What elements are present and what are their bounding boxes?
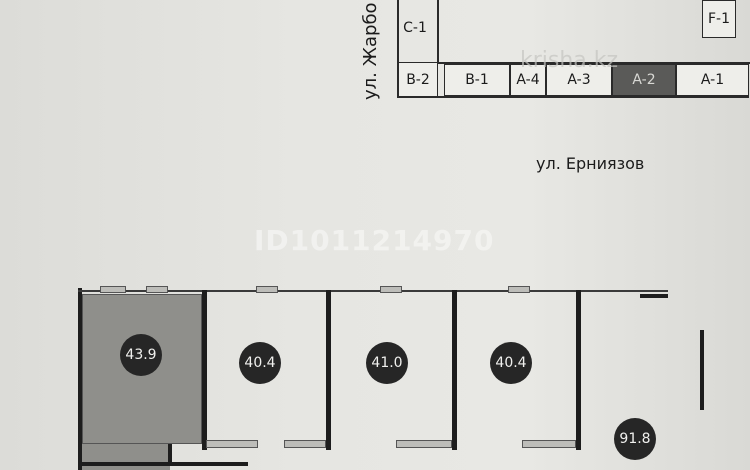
site-wall: [437, 0, 439, 64]
block-b1[interactable]: B-1: [444, 64, 510, 96]
door: [206, 440, 258, 448]
door: [284, 440, 326, 448]
door: [522, 440, 576, 448]
block-a1[interactable]: A-1: [676, 64, 749, 96]
block-a4[interactable]: A-4: [510, 64, 546, 96]
block-a3-label: A-3: [567, 72, 591, 88]
block-a3[interactable]: A-3: [546, 64, 612, 96]
block-a1-label: A-1: [700, 72, 725, 88]
unit-5-area-badge[interactable]: 91.8: [614, 418, 656, 460]
block-b2[interactable]: B-2: [398, 62, 438, 97]
door: [396, 440, 452, 448]
window: [380, 286, 402, 293]
block-f1-label: F-1: [707, 11, 730, 27]
window: [100, 286, 126, 293]
unit-3-area-badge[interactable]: 41.0: [366, 342, 408, 384]
outer-wall: [640, 294, 668, 298]
unit-1-extension: [82, 444, 170, 470]
partition-wall: [576, 290, 581, 450]
listing-id-watermark: ID1011214970: [254, 224, 495, 257]
block-c1-label: C-1: [403, 20, 427, 36]
unit-3-area: 41.0: [371, 355, 403, 371]
site-wall: [397, 0, 399, 98]
outer-wall: [78, 462, 248, 466]
site-watermark: krisha.kz: [520, 48, 619, 73]
unit-4-area: 40.4: [495, 355, 527, 371]
unit-2-area: 40.4: [244, 355, 276, 371]
street-vertical-label: ул. Жарбо: [360, 2, 381, 100]
partition-wall: [202, 290, 207, 450]
outer-wall: [168, 444, 172, 466]
block-a2-label: A-2: [632, 72, 656, 88]
block-b1-label: B-1: [465, 72, 489, 88]
site-wall: [397, 96, 749, 98]
block-b2-label: B-2: [406, 71, 430, 88]
unit-5-area: 91.8: [619, 431, 651, 447]
window: [146, 286, 168, 293]
outer-wall: [78, 288, 82, 470]
faded-text: [30, 10, 250, 70]
block-f1[interactable]: F-1: [702, 0, 736, 38]
window: [256, 286, 278, 293]
site-wall: [437, 62, 750, 64]
block-c1[interactable]: C-1: [398, 8, 432, 48]
partition-wall: [326, 290, 331, 450]
unit-1-area: 43.9: [125, 347, 157, 363]
unit-2-area-badge[interactable]: 40.4: [239, 342, 281, 384]
outer-wall: [700, 330, 704, 410]
block-a4-label: A-4: [516, 72, 540, 88]
block-a2[interactable]: A-2: [612, 64, 676, 96]
street-horizontal-label: ул. Ерниязов: [536, 154, 645, 173]
outer-wall: [78, 290, 668, 292]
window: [508, 286, 530, 293]
unit-1-area-badge[interactable]: 43.9: [120, 334, 162, 376]
partition-wall: [452, 290, 457, 450]
unit-4-area-badge[interactable]: 40.4: [490, 342, 532, 384]
